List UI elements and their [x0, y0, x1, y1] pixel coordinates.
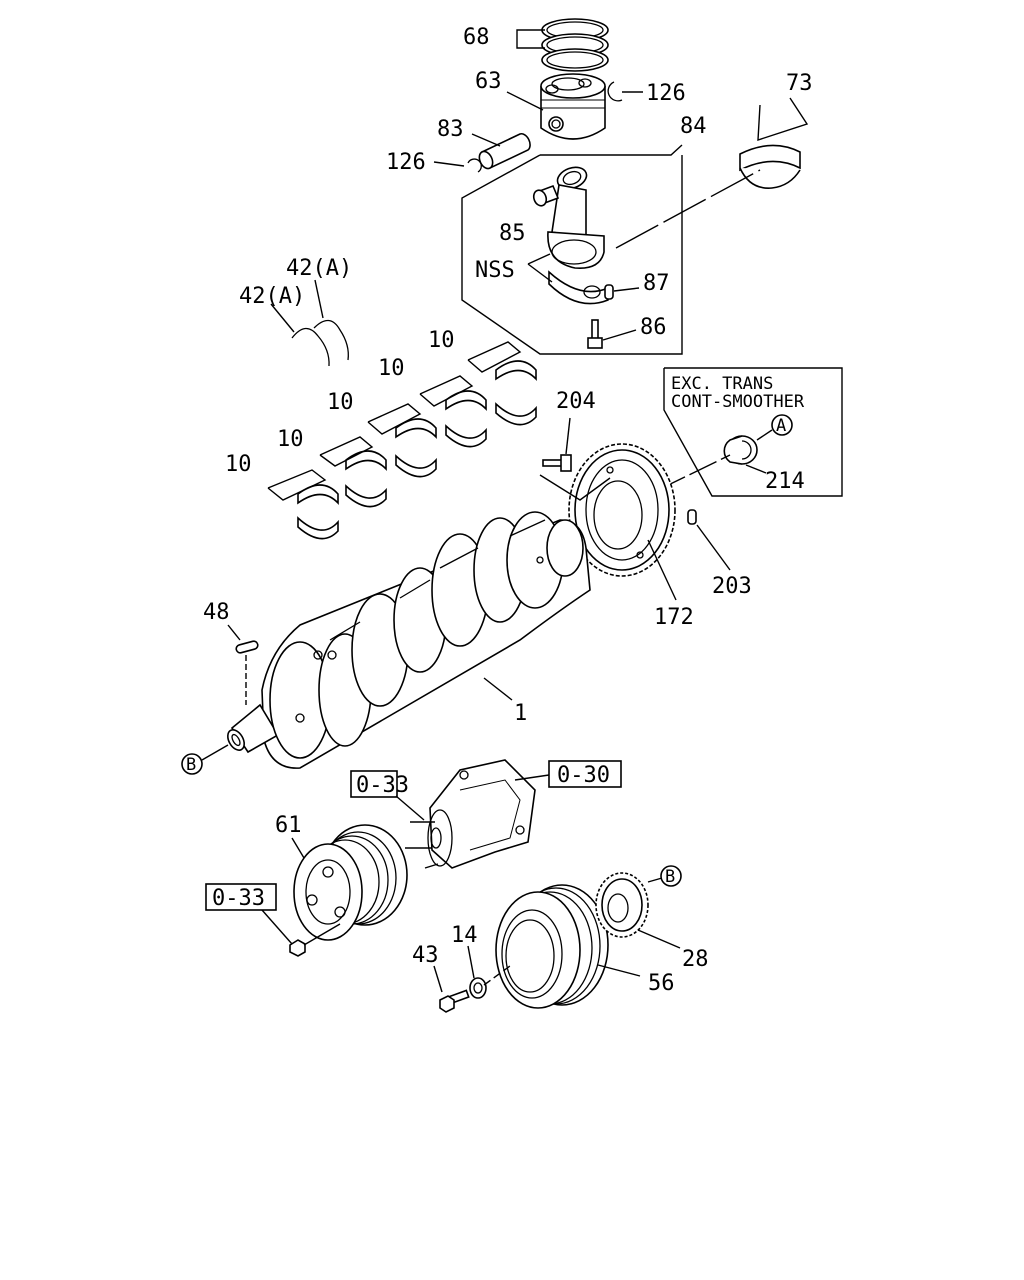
label-214: 214 — [765, 469, 805, 494]
crank-bolt-43[interactable] — [439, 989, 470, 1013]
main-bearing-set-1[interactable] — [297, 484, 339, 540]
crank-pulley[interactable] — [293, 824, 408, 941]
note-line-2: CONT-SMOOTHER — [671, 392, 805, 412]
crank-damper[interactable] — [495, 884, 609, 1009]
label-126-right: 126 — [646, 81, 686, 106]
ref-box-0-30: 0-30 — [557, 763, 610, 788]
crank-timing-gear[interactable] — [595, 872, 649, 938]
ref-circle-b-left: B — [186, 755, 196, 775]
crank-gear[interactable] — [568, 443, 676, 577]
label-48: 48 — [203, 600, 230, 625]
washer-14[interactable] — [469, 977, 487, 999]
label-10-b: 10 — [277, 427, 304, 452]
con-rod-bearing[interactable] — [739, 144, 801, 189]
piston-pin[interactable] — [477, 132, 531, 171]
label-73: 73 — [786, 71, 813, 96]
ref-box-0-33-lower: 0-33 — [212, 886, 265, 911]
woodruff-key-48[interactable] — [235, 640, 259, 654]
main-bearing-set-4[interactable] — [445, 390, 487, 448]
dowel-203[interactable] — [687, 509, 697, 525]
crankshaft[interactable] — [224, 511, 591, 769]
ref-circle-b-right: B — [665, 867, 675, 887]
label-43: 43 — [412, 943, 439, 968]
label-87: 87 — [643, 271, 670, 296]
label-68: 68 — [463, 25, 490, 50]
label-10-d: 10 — [378, 356, 405, 381]
snap-ring-right[interactable] — [607, 81, 623, 102]
rod-bolt-86[interactable] — [587, 319, 603, 349]
label-10-e: 10 — [428, 328, 455, 353]
label-86: 86 — [640, 315, 667, 340]
connecting-rod-assembly-box — [461, 144, 683, 355]
label-172: 172 — [654, 605, 694, 630]
label-56: 56 — [648, 971, 675, 996]
label-85: 85 — [499, 221, 526, 246]
piston[interactable] — [540, 73, 606, 140]
label-203: 203 — [712, 574, 752, 599]
thrust-washers[interactable] — [291, 319, 349, 367]
main-bearing-set-5[interactable] — [495, 360, 537, 426]
label-10-a: 10 — [225, 452, 252, 477]
label-28: 28 — [682, 947, 709, 972]
note-line-1: EXC. TRANS — [671, 374, 773, 394]
label-83: 83 — [437, 117, 464, 142]
label-14: 14 — [451, 923, 478, 948]
ref-circle-a: A — [776, 416, 786, 436]
note-box — [663, 367, 843, 497]
label-1: 1 — [514, 701, 527, 726]
label-126-left: 126 — [386, 150, 426, 175]
dowel-87[interactable] — [604, 284, 614, 300]
connecting-rod[interactable] — [547, 163, 609, 305]
main-bearing-set-3[interactable] — [395, 418, 437, 478]
label-61: 61 — [275, 813, 302, 838]
main-bearing-set-2[interactable] — [345, 450, 387, 508]
ref-box-0-33-upper: 0-33 — [356, 773, 409, 798]
label-42a-lower: 42(A) — [239, 284, 305, 309]
label-204: 204 — [556, 389, 596, 414]
pilot-bushing-214[interactable] — [723, 435, 758, 465]
label-84: 84 — [680, 114, 707, 139]
snap-ring-left[interactable] — [467, 158, 482, 173]
label-10-c: 10 — [327, 390, 354, 415]
label-nss: NSS — [475, 258, 515, 283]
bolt-204[interactable] — [542, 454, 572, 472]
nut-0-33[interactable] — [289, 939, 306, 957]
label-63: 63 — [475, 69, 502, 94]
piston-rings[interactable] — [541, 18, 609, 72]
label-42a-upper: 42(A) — [286, 256, 352, 281]
front-cover-housing[interactable] — [427, 759, 536, 869]
small-end-bushing[interactable] — [532, 184, 560, 208]
